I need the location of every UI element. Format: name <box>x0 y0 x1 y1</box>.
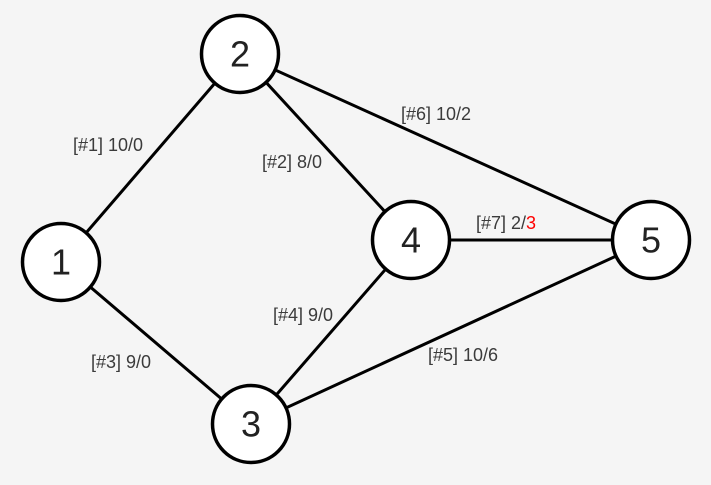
edge-label-2-5: [#6] 10/2 <box>401 104 471 124</box>
node-circle-1 <box>20 221 102 303</box>
node-circle-4 <box>370 199 452 281</box>
edge-3-4 <box>249 238 413 426</box>
edge-label-1-3: [#3] 9/0 <box>91 352 151 372</box>
node-label-4: 4 <box>401 220 421 261</box>
edge-2-4 <box>238 52 413 242</box>
node-label-3: 3 <box>241 404 261 445</box>
node-circle-2 <box>199 13 281 95</box>
node-label-5: 5 <box>641 220 661 261</box>
edge-label-3-5: [#5] 10/6 <box>428 345 498 365</box>
node-3: 3 <box>210 383 292 465</box>
edge-label-3-4: [#4] 9/0 <box>273 305 333 325</box>
node-2: 2 <box>199 13 281 95</box>
edge-2-5 <box>238 52 653 242</box>
edge-label-1-2: [#1] 10/0 <box>73 135 143 155</box>
edge-3-5 <box>249 238 653 426</box>
node-5: 5 <box>610 199 692 281</box>
node-circle-3 <box>210 383 292 465</box>
node-circle-5 <box>610 199 692 281</box>
node-label-2: 2 <box>230 34 250 75</box>
node-1: 1 <box>20 221 102 303</box>
edge-1-3 <box>59 260 253 426</box>
node-label-1: 1 <box>51 242 71 283</box>
node-4: 4 <box>370 199 452 281</box>
edge-label-2-4: [#2] 8/0 <box>262 152 322 172</box>
edge-label-4-5: [#7] 2/3 <box>476 213 536 233</box>
edge-1-2 <box>59 52 242 264</box>
